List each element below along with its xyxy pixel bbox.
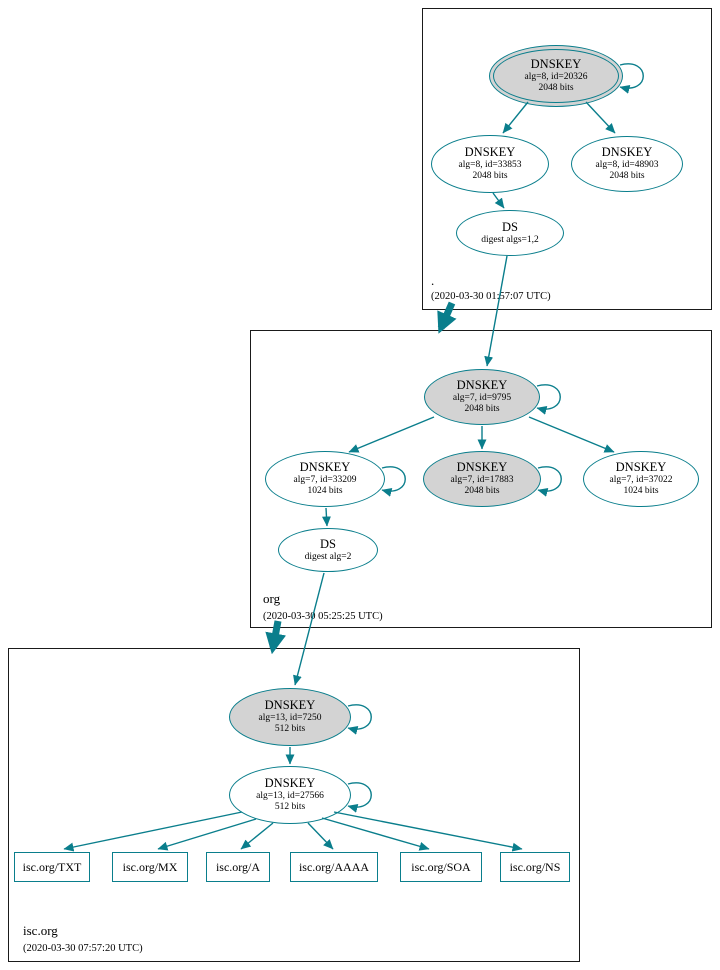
node-bits: 2048 bits [472,171,508,182]
node-title: DS [320,537,336,552]
node-bits: 2048 bits [538,83,574,94]
node-detail: alg=8, id=33853 [458,160,522,171]
node-dnskey-48903: DNSKEY alg=8, id=48903 2048 bits [571,136,683,192]
node-ds-org: DS digest alg=2 [278,528,378,572]
node-title: DS [502,220,518,235]
node-title: DNSKEY [264,698,316,713]
node-title: DNSKEY [615,460,667,475]
zone-label-org: org [263,591,281,606]
node-bits: 512 bits [274,802,306,813]
node-detail: alg=13, id=27566 [256,791,324,802]
node-bits: 1024 bits [307,486,343,497]
node-bits: 512 bits [274,724,306,735]
node-dnskey-17883: DNSKEY alg=7, id=17883 2048 bits [423,451,541,507]
rrset-isc-org-a: isc.org/A [206,852,270,882]
node-dnskey-ksk-7250: DNSKEY alg=13, id=7250 512 bits [229,688,351,746]
node-title: DNSKEY [530,57,582,72]
node-bits: 1024 bits [623,486,659,497]
node-detail: alg=8, id=48903 [595,160,659,171]
node-detail: alg=7, id=37022 [609,475,673,486]
zone-box-isc-org: isc.org (2020-03-30 07:57:20 UTC) [8,648,580,962]
rrset-isc-org-aaaa: isc.org/AAAA [290,852,378,882]
rrset-isc-org-mx: isc.org/MX [112,852,188,882]
node-detail: alg=7, id=9795 [452,393,512,404]
node-detail: digest alg=2 [304,551,352,562]
node-title: DNSKEY [456,460,508,475]
rrset-isc-org-ns: isc.org/NS [500,852,570,882]
zone-label-isc-org: isc.org [23,923,58,938]
node-dnskey-ksk-20326: DNSKEY alg=8, id=20326 2048 bits [489,45,623,107]
node-title: DNSKEY [299,460,351,475]
node-dnskey-27566: DNSKEY alg=13, id=27566 512 bits [229,766,351,824]
node-title: DNSKEY [456,378,508,393]
node-title: DNSKEY [264,776,316,791]
node-bits: 2048 bits [464,404,500,415]
node-detail: alg=13, id=7250 [258,713,322,724]
zone-timestamp-org: (2020-03-30 05:25:25 UTC) [263,611,383,622]
zone-timestamp-isc-org: (2020-03-30 07:57:20 UTC) [23,943,143,954]
node-detail: alg=7, id=33209 [293,475,357,486]
node-title: DNSKEY [601,145,653,160]
zone-label-root: . [431,273,435,288]
node-detail: alg=7, id=17883 [450,475,514,486]
node-bits: 2048 bits [609,171,645,182]
node-dnskey-33853: DNSKEY alg=8, id=33853 2048 bits [431,135,549,193]
rrset-isc-org-txt: isc.org/TXT [14,852,90,882]
node-dnskey-ksk-9795: DNSKEY alg=7, id=9795 2048 bits [424,369,540,425]
node-dnskey-37022: DNSKEY alg=7, id=37022 1024 bits [583,451,699,507]
node-detail: alg=8, id=20326 [524,72,588,83]
node-dnskey-33209: DNSKEY alg=7, id=33209 1024 bits [265,451,385,507]
node-ds-root: DS digest algs=1,2 [456,210,564,256]
node-title: DNSKEY [464,145,516,160]
node-bits: 2048 bits [464,486,500,497]
zone-timestamp-root: (2020-03-30 01:57:07 UTC) [431,291,551,302]
node-detail: digest algs=1,2 [481,234,539,245]
rrset-isc-org-soa: isc.org/SOA [400,852,482,882]
